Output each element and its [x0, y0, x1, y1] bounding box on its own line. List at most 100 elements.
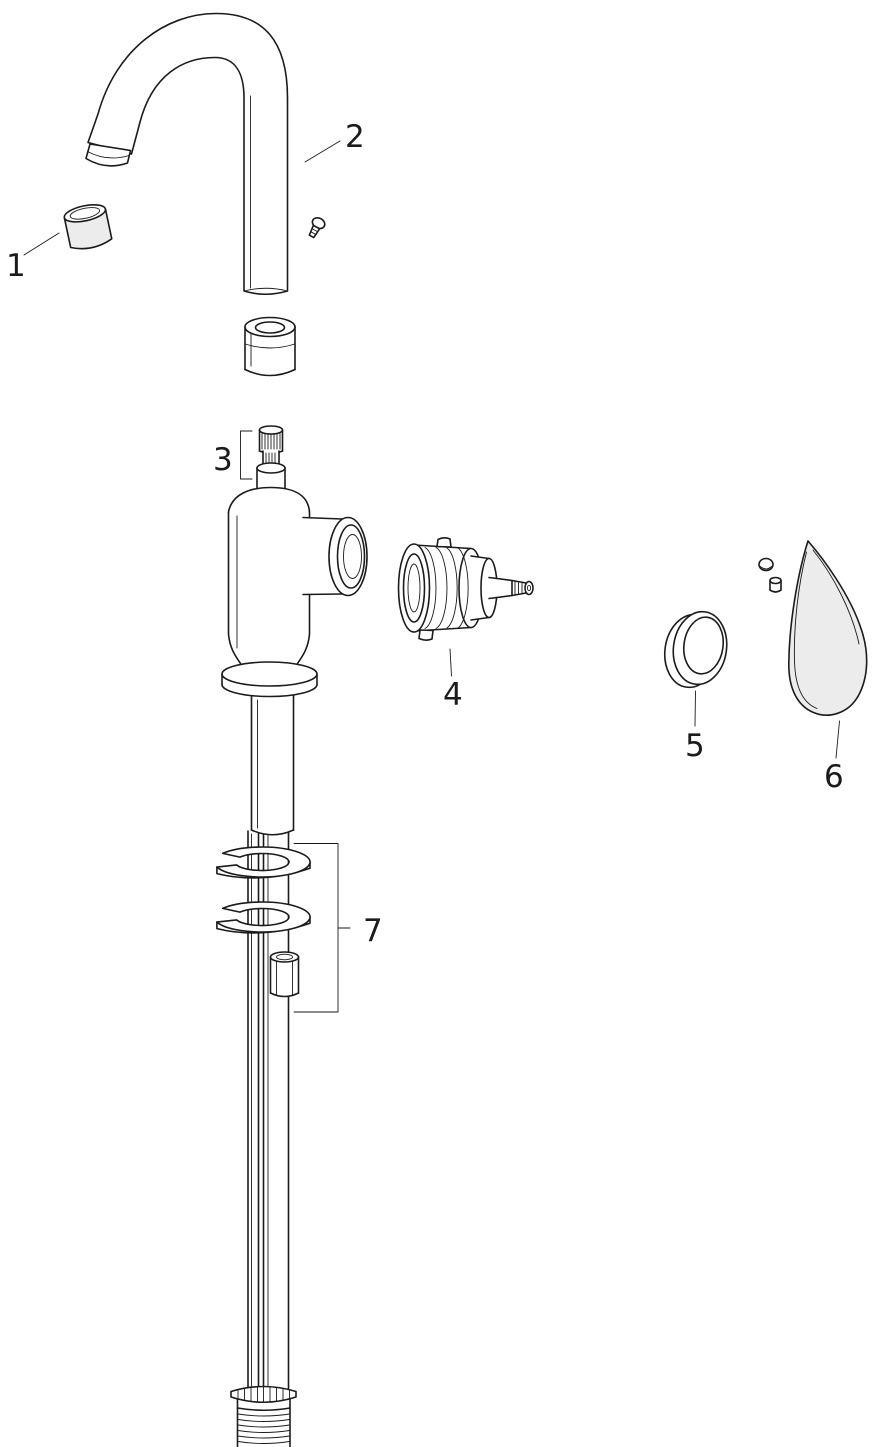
adapter-bottom-arc [244, 368, 296, 377]
sleeve-top-rim [63, 203, 107, 223]
faucet-body [221, 486, 368, 698]
aerator-ring-line [87, 151, 130, 159]
fitting-neck-fill [237, 1398, 290, 1447]
spline-tip-end [524, 580, 534, 596]
label-3: 3 [213, 430, 253, 480]
supply-pipes [247, 830, 290, 1391]
leader-line-2 [304, 140, 341, 163]
fitting-neck-ring [236, 1407, 291, 1412]
stem-collar-rim [256, 462, 286, 474]
leader-line-6 [835, 720, 840, 759]
cartridge-stem-top [488, 576, 513, 582]
fitting-threads [237, 1413, 290, 1444]
part-1-sleeve [63, 203, 113, 250]
aerator-body [85, 143, 132, 167]
part-label-1: 1 [6, 248, 26, 284]
port-opening [336, 524, 366, 589]
nut-bore [276, 953, 293, 961]
port-bore [343, 534, 362, 579]
shank-fill [251, 695, 294, 835]
adapter-body-fill [245, 327, 295, 376]
cartridge-left-ring [402, 553, 426, 623]
horseshoe-top-surface [216, 846, 311, 878]
nut-body-fill [270, 957, 299, 997]
ring-front-rim [672, 610, 728, 686]
knurl-lines [237, 1386, 290, 1403]
horseshoe-washer-bottom [216, 901, 311, 934]
mounting-nut [269, 951, 300, 998]
cartridge-left-bore [407, 563, 421, 613]
stem-knurl-lines [261, 433, 281, 450]
cartridge-stem-bottom [488, 594, 513, 600]
plug-bottom-arc [769, 589, 782, 593]
set-screw [308, 216, 326, 239]
stem-collar-fill [257, 468, 285, 490]
part-6-lever-handle [758, 540, 868, 716]
spline-tip-center [526, 584, 532, 592]
part-label-7: 7 [363, 913, 383, 949]
sleeve-inner-rim [69, 207, 101, 220]
port-outer-rim [328, 516, 368, 597]
body-shoulder [227, 486, 311, 513]
body-fill [228, 487, 310, 666]
dome-screw-arc [760, 566, 772, 570]
cartridge-stem-fill [489, 577, 512, 599]
part-2-spout [85, 12, 326, 296]
leader-line-4 [449, 648, 452, 677]
cartridge-collar-bottom [470, 616, 490, 621]
part-label-3: 3 [213, 442, 233, 478]
adapter-top-rim [244, 316, 296, 338]
flange-bottom-arc [221, 683, 318, 698]
set-screw-thread-1 [311, 228, 319, 233]
handle-inner-contour-right [812, 549, 860, 645]
part-7-mounting-hardware [216, 846, 311, 998]
ring-opening [682, 616, 725, 675]
horseshoe-washer-top [216, 846, 311, 879]
handle-screw-set [758, 557, 782, 593]
leader-bracket-3 [240, 430, 253, 480]
mounting-shank [250, 694, 295, 836]
plug-top-rim [769, 576, 782, 585]
spout-bottom-opening [243, 287, 288, 292]
adapter-bore [254, 321, 286, 334]
label-7: 7 [293, 843, 383, 1013]
part-label-4: 4 [443, 677, 463, 713]
base-flange [221, 661, 318, 698]
spout-outline [87, 12, 289, 296]
cartridge-top-tab [436, 537, 452, 548]
part-5-trim-ring [663, 610, 728, 689]
part-label-6: 6 [824, 759, 844, 795]
adapter-seam [244, 343, 296, 349]
spline-lines [514, 581, 526, 596]
leader-line-5 [694, 690, 696, 727]
label-2: 2 [304, 119, 365, 163]
handle-inner-contour-left [793, 551, 818, 709]
part-3-cartridge-stem [256, 425, 286, 490]
stem-top-rim [258, 425, 284, 435]
set-screw-thread-2 [310, 231, 317, 235]
cartridge-collar-top [470, 555, 490, 560]
nut-facet-lines [276, 959, 293, 996]
label-5: 5 [685, 690, 705, 764]
nut-top-rim [269, 951, 300, 963]
handle-blade [787, 540, 868, 716]
label-4: 4 [443, 648, 463, 713]
port-bottom-line [302, 593, 343, 596]
cartridge-ribs [424, 547, 469, 629]
flange-top-rim [221, 661, 318, 687]
label-1: 1 [6, 232, 60, 284]
shank-bottom-arc [250, 829, 295, 836]
side-port [302, 516, 368, 597]
cartridge-bottom-tab [418, 629, 434, 641]
spout-adapter [244, 316, 296, 377]
label-6: 6 [824, 720, 844, 795]
part-labels: 1 2 3 4 5 6 7 [6, 119, 844, 1013]
part-label-2: 2 [345, 119, 365, 155]
part-label-5: 5 [685, 728, 705, 764]
part-4-cartridge [397, 537, 534, 641]
nut-bottom-arc [269, 992, 300, 998]
port-top-line [302, 516, 343, 520]
leader-line-1 [23, 232, 60, 256]
